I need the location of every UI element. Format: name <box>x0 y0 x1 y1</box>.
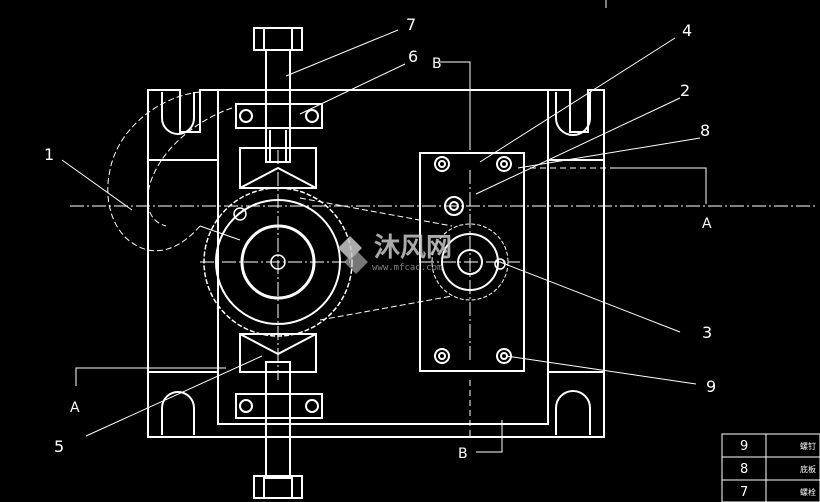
callout-6: 6 <box>408 47 418 66</box>
watermark-brand: 沐风网 <box>374 233 452 263</box>
lever-arm <box>107 91 241 252</box>
callout-9: 9 <box>706 377 716 396</box>
title-block-text: 9 螺钉 8 底板 7 螺栓 <box>740 439 816 500</box>
bottom-v-block <box>239 333 317 373</box>
link-band <box>299 197 453 321</box>
title-block-no-0: 9 <box>740 439 748 454</box>
callout-2: 2 <box>680 81 690 100</box>
top-bolt <box>253 27 303 163</box>
section-b-top: B <box>432 56 442 72</box>
section-a-right: A <box>702 216 712 232</box>
watermark: 沐风网 www.mfcad.com <box>338 233 452 274</box>
section-lines <box>75 61 707 453</box>
right-plate <box>419 152 525 372</box>
section-b-bottom: B <box>458 446 468 462</box>
title-block-no-1: 8 <box>740 462 748 477</box>
bottom-bolt <box>253 361 303 499</box>
section-a-left: A <box>70 400 80 416</box>
top-v-block <box>239 147 317 189</box>
base-plate <box>147 89 605 438</box>
section-labels: B B A A <box>70 56 712 462</box>
title-block-no-2: 7 <box>740 485 748 500</box>
callout-5: 5 <box>54 437 64 456</box>
title-block-name-2: 螺栓 <box>800 487 816 497</box>
watermark-url: www.mfcad.com <box>372 263 442 273</box>
callout-labels: 1 2 3 4 5 6 7 8 9 <box>44 15 716 456</box>
small-gear <box>431 223 509 301</box>
title-block-name-1: 底板 <box>800 464 816 474</box>
center-lines <box>70 150 815 380</box>
leader-lines <box>61 29 701 437</box>
watermark-logo-icon <box>338 236 368 274</box>
callout-1: 1 <box>44 145 54 164</box>
callout-3: 3 <box>702 323 712 342</box>
title-block-name-0: 螺钉 <box>800 441 816 451</box>
callout-8: 8 <box>700 121 710 140</box>
title-block <box>721 433 820 502</box>
callout-4: 4 <box>682 21 692 40</box>
bottom-nut <box>235 393 323 419</box>
top-nut <box>235 103 323 129</box>
callout-7: 7 <box>406 15 416 34</box>
